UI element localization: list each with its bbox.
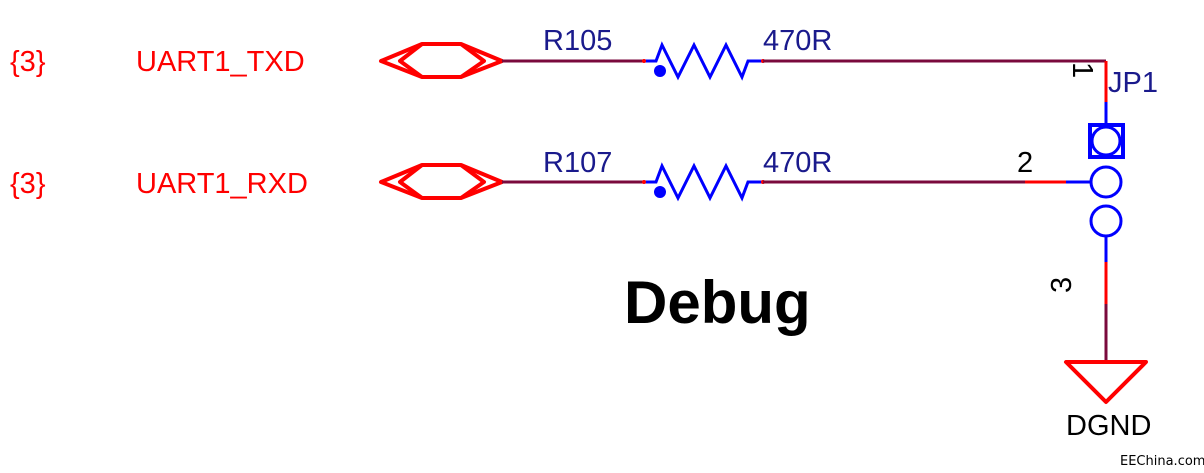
resistor-value-r105: 470R [763, 25, 832, 57]
pin-number-2: 2 [1017, 147, 1033, 179]
pin1-pad-icon [1090, 125, 1122, 157]
pin3-pad-icon [1089, 204, 1123, 238]
resistor-designator-r105: R105 [543, 25, 612, 57]
watermark: EEChina.com [1120, 454, 1204, 469]
net-label-rxd: UART1_RXD [136, 168, 308, 200]
resistor-icon-r105 [642, 41, 765, 81]
pin1-square-pad-icon [1088, 123, 1125, 159]
sheet-ref-txd: {3} [10, 46, 46, 78]
net-label-txd: UART1_TXD [136, 46, 305, 78]
sheet-ref-rxd: {3} [10, 168, 46, 200]
pin-number-1: 1 [1066, 62, 1098, 78]
net-uart1-txd: {3} UART1_TXD R105 470R 1 [10, 25, 1106, 81]
ground-icon [1064, 360, 1148, 404]
connector-jp1: JP1 3 [1046, 61, 1158, 362]
pin2-pad-icon [1089, 165, 1123, 199]
ground-label: DGND [1066, 410, 1151, 442]
resistor-value-r107: 470R [763, 147, 832, 179]
pin-number-3: 3 [1046, 277, 1078, 293]
resistor-designator-r107: R107 [543, 147, 612, 179]
connector-designator: JP1 [1108, 67, 1158, 99]
net-uart1-rxd: {3} UART1_RXD R107 470R 2 [10, 147, 1090, 202]
sheet-title: Debug [624, 269, 811, 336]
port-icon-txd [379, 42, 504, 79]
port-icon-rxd [379, 163, 504, 200]
ground-symbol: DGND [1064, 360, 1151, 442]
resistor-icon-r107 [642, 162, 765, 202]
